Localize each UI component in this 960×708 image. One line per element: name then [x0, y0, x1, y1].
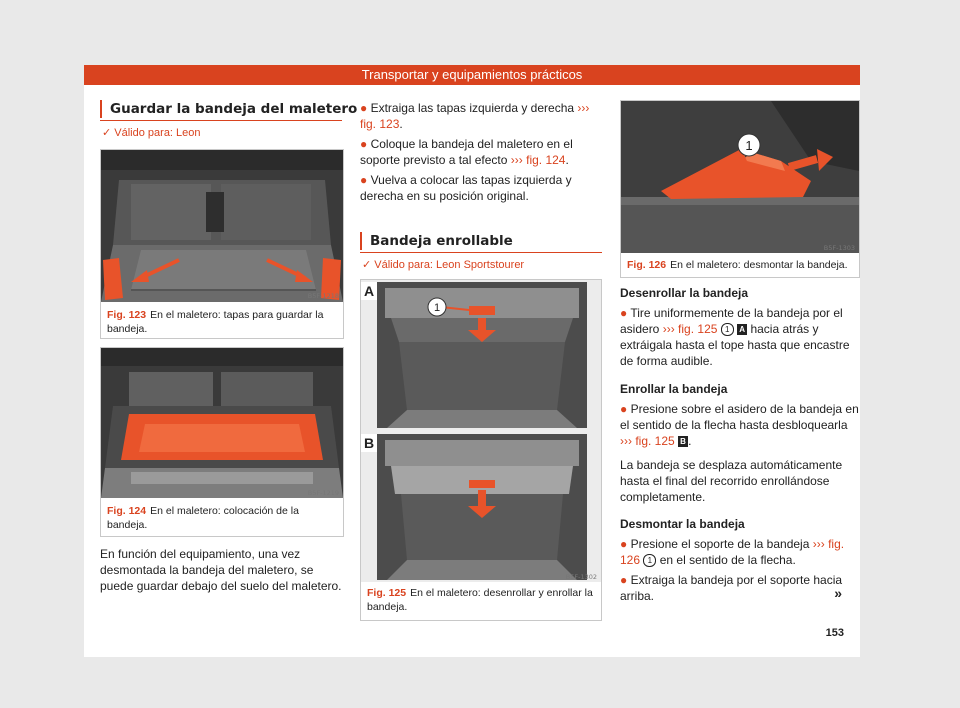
- manual-page: Transportar y equipamientos prácticos Gu…: [84, 65, 860, 657]
- remove-step-1: ● Presione el soporte de la bandeja ››› …: [620, 537, 845, 567]
- trunk-tray-placement-image: [101, 348, 343, 498]
- marker-b: B: [678, 436, 689, 447]
- link-fig-123[interactable]: fig. 123: [360, 117, 400, 131]
- link-fig-125[interactable]: fig. 125: [635, 434, 675, 448]
- title-underline: [360, 252, 602, 253]
- subhead-roll: Enrollar la bandeja: [620, 382, 728, 396]
- label-a: A: [364, 283, 374, 299]
- section-title-roller: Bandeja enrollable: [360, 232, 513, 250]
- marker-1: 1: [643, 554, 657, 567]
- subhead-unroll: Desenrollar la bandeja: [620, 286, 749, 300]
- remove-tray-image: 1: [621, 101, 859, 253]
- image-code: B5F-1218: [307, 292, 339, 300]
- section-title-storage: Guardar la bandeja del maletero: [100, 100, 357, 118]
- chapter-banner: Transportar y equipamientos prácticos: [84, 65, 860, 85]
- unroll-step: ● Tire uniformemente de la bandeja por e…: [620, 306, 850, 368]
- remove-steps: ● Presione el soporte de la bandeja ››› …: [620, 536, 860, 604]
- link-fig-126[interactable]: fig. 126: [620, 537, 845, 567]
- title-underline: [100, 120, 342, 121]
- valid-for-leon: ✓ Válido para: Leon: [102, 127, 201, 139]
- roller-blind-image: 1 A B: [361, 280, 601, 582]
- marker-1: 1: [720, 323, 734, 336]
- image-code: B5F-1219: [307, 489, 339, 497]
- subhead-remove: Desmontar la bandeja: [620, 517, 745, 531]
- trunk-covers-image: [101, 150, 343, 302]
- label-b: B: [364, 435, 374, 451]
- marker-a: A: [737, 324, 748, 335]
- roll-note: La bandeja se desplaza automáticamente h…: [620, 458, 843, 504]
- step-3: ● Vuelva a colocar las tapas izquierda y…: [360, 173, 572, 203]
- valid-for-sportstourer: ✓ Válido para: Leon Sportstourer: [362, 259, 525, 271]
- image-code: B5F-1302: [565, 573, 597, 581]
- link-fig-124[interactable]: fig. 124: [526, 153, 566, 167]
- roll-step: ● Presione sobre el asidero de la bandej…: [620, 402, 859, 448]
- image-code: B5F-1303: [823, 244, 855, 252]
- storage-intro: En función del equipamiento, una vez des…: [100, 547, 342, 593]
- marker-1: 1: [745, 138, 752, 153]
- step-2: ● Coloque la bandeja del maletero en el …: [360, 137, 573, 167]
- storage-steps: ● Extraiga las tapas izquierda y derecha…: [360, 100, 604, 204]
- continue-mark: »: [834, 585, 842, 601]
- marker-1: 1: [434, 302, 440, 314]
- remove-step-2: ● Extraiga la bandeja por el soporte hac…: [620, 573, 843, 603]
- step-1: ● Extraiga las tapas izquierda y derecha…: [360, 101, 590, 131]
- page-number: 153: [825, 627, 844, 639]
- link-fig-125[interactable]: fig. 125: [678, 322, 718, 336]
